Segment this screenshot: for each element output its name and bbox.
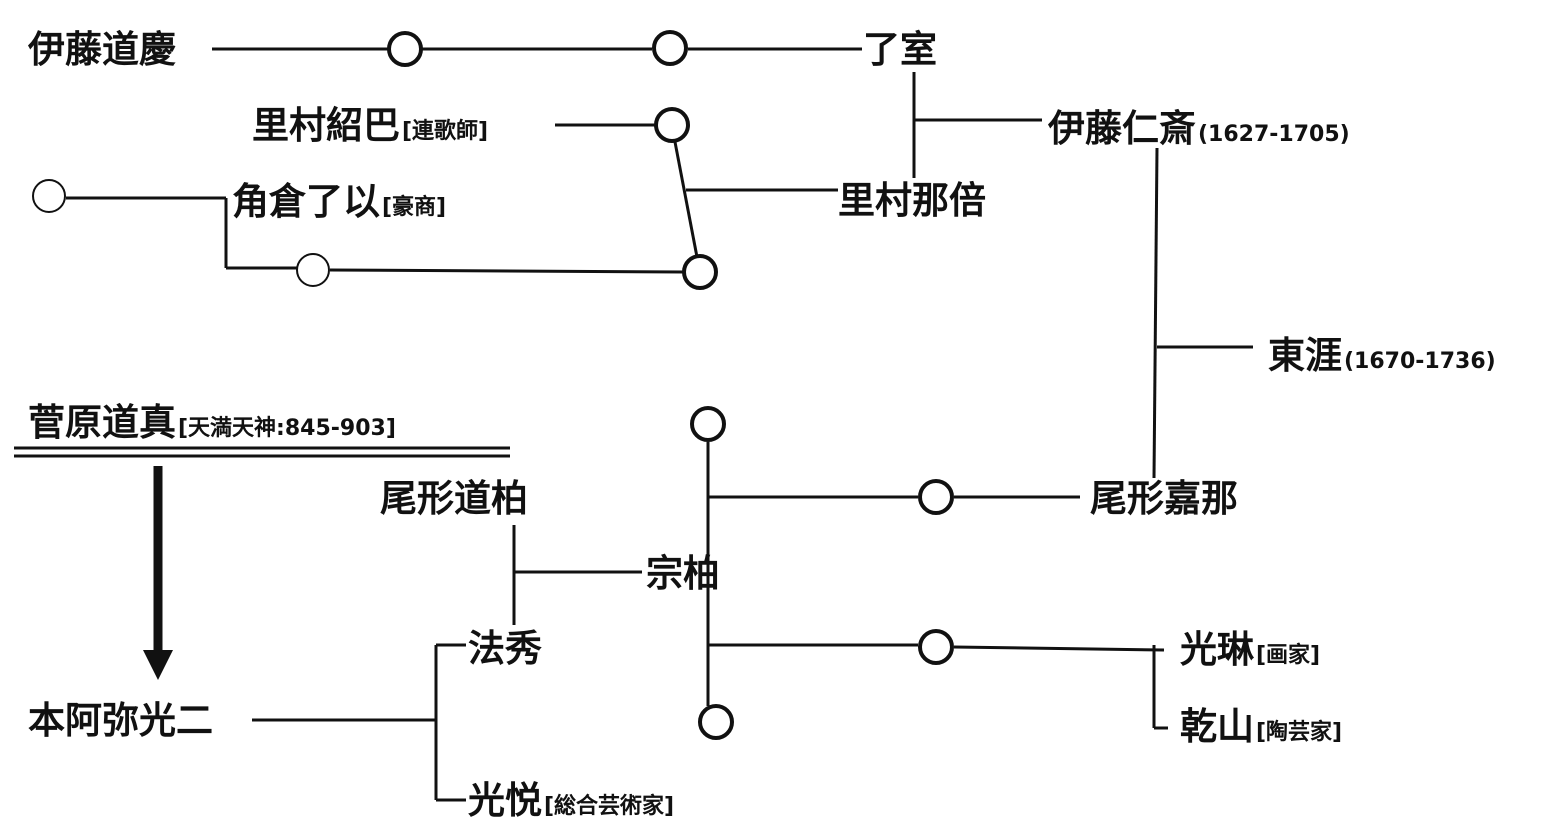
- person-note: (1670-1736): [1344, 349, 1496, 374]
- unnamed-person-circles: [32, 30, 954, 740]
- person-name: 法秀: [468, 627, 542, 670]
- person-name: 尾形道柏: [380, 477, 528, 520]
- person-honami-koji: 本阿弥光二: [28, 702, 213, 739]
- unnamed-person-circle: [918, 629, 954, 665]
- person-name: 本阿弥光二: [28, 699, 213, 742]
- person-name: 菅原道真: [28, 401, 176, 444]
- person-name: 尾形嘉那: [1090, 477, 1238, 520]
- person-name: 東涯: [1268, 334, 1342, 377]
- person-togai: 東涯(1670-1736): [1268, 337, 1496, 374]
- person-note: [総合芸術家]: [544, 794, 675, 819]
- unnamed-person-circle: [652, 30, 688, 66]
- person-name: 光琳: [1180, 628, 1254, 671]
- person-ogata-dohaku: 尾形道柏: [380, 480, 528, 517]
- person-name: 里村那倍: [838, 179, 986, 222]
- connector-lines: [14, 47, 1253, 802]
- person-ogata-kana: 尾形嘉那: [1090, 480, 1238, 517]
- person-korin: 光琳[画家]: [1180, 631, 1320, 668]
- person-suminokura-ryoi: 角倉了以[豪商]: [232, 183, 446, 220]
- person-name: 里村紹巴: [252, 104, 400, 147]
- person-name: 伊藤道慶: [28, 28, 176, 71]
- person-sohaku: 宗柏: [646, 555, 720, 592]
- person-name: 宗柏: [646, 552, 720, 595]
- descent-arrowhead: [143, 650, 173, 680]
- person-note: (1627-1705): [1198, 122, 1350, 147]
- person-ito-dokei: 伊藤道慶: [28, 31, 176, 68]
- person-note: [天満天神:845-903]: [178, 416, 396, 441]
- person-satomura-joha: 里村紹巴[連歌師]: [252, 107, 488, 144]
- person-hoshu: 法秀: [468, 630, 542, 667]
- person-name: 伊藤仁斎: [1048, 107, 1196, 150]
- person-name: 光悦: [468, 779, 542, 822]
- person-kenzan: 乾山[陶芸家]: [1180, 708, 1342, 745]
- unnamed-person-circle: [918, 479, 954, 515]
- person-ryoshitsu: 了室: [863, 31, 937, 68]
- unnamed-person-circle: [387, 31, 423, 67]
- unnamed-person-circle: [682, 254, 718, 290]
- person-note: [連歌師]: [402, 119, 489, 144]
- person-note: [豪商]: [382, 195, 447, 220]
- person-sugawara-michizane: 菅原道真[天満天神:845-903]: [28, 404, 396, 441]
- unnamed-person-circle: [698, 704, 734, 740]
- person-ito-jinsai: 伊藤仁斎(1627-1705): [1048, 110, 1350, 147]
- person-note: [陶芸家]: [1256, 720, 1343, 745]
- unnamed-person-circle: [296, 253, 330, 287]
- person-name: 角倉了以: [232, 180, 380, 223]
- unnamed-person-circle: [690, 406, 726, 442]
- person-note: [画家]: [1256, 643, 1321, 668]
- person-satomura-nabai: 里村那倍: [838, 182, 986, 219]
- person-name: 乾山: [1180, 705, 1254, 748]
- unnamed-person-circle: [32, 179, 66, 213]
- person-koetsu: 光悦[総合芸術家]: [468, 782, 674, 819]
- unnamed-person-circle: [654, 107, 690, 143]
- person-name: 了室: [863, 28, 937, 71]
